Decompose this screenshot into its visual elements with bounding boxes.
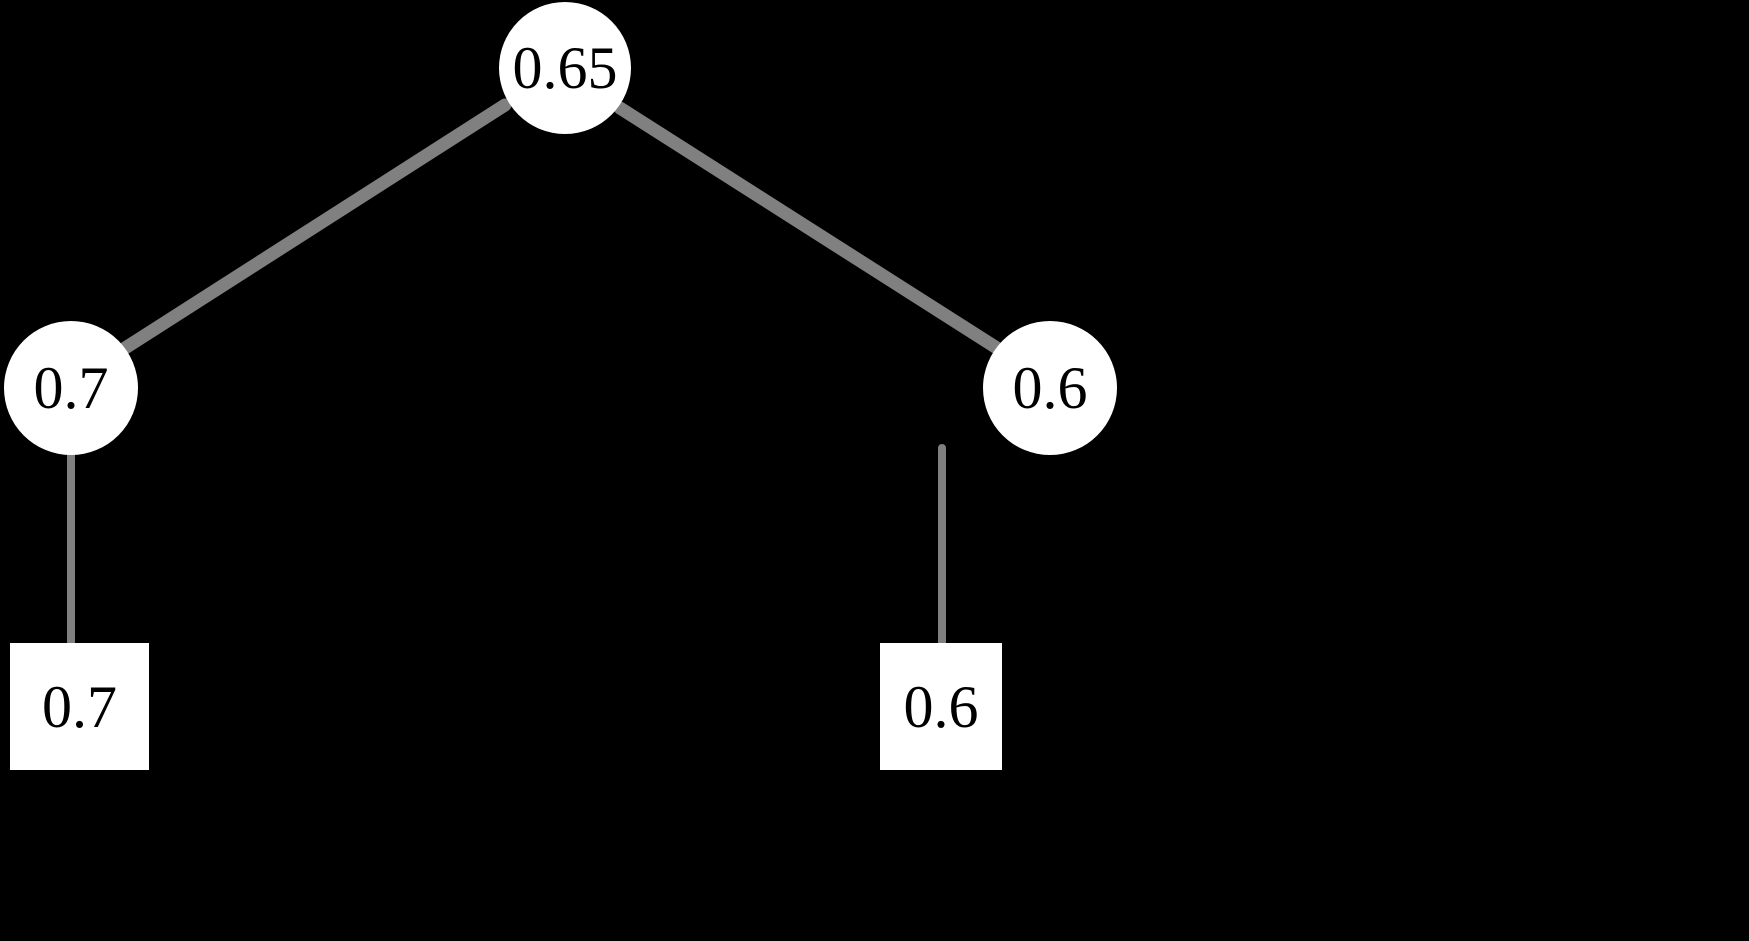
edge-root-right [613,101,1007,357]
tree-node-root[interactable]: 0.65 [499,2,631,134]
tree-node-left[interactable]: 0.7 [4,321,138,455]
tree-leaf-right[interactable]: 0.6 [880,643,1002,770]
tree-node-left-label: 0.7 [33,355,109,421]
tree-node-right-label: 0.6 [1012,355,1088,421]
tree-leaf-right-label: 0.6 [903,673,979,740]
tree-node-root-label: 0.65 [512,35,618,101]
tree-node-right[interactable]: 0.6 [983,321,1117,455]
tree-leaf-left[interactable]: 0.7 [10,643,149,770]
tree-leaf-left-label: 0.7 [42,673,117,740]
edge-root-left [115,98,512,357]
